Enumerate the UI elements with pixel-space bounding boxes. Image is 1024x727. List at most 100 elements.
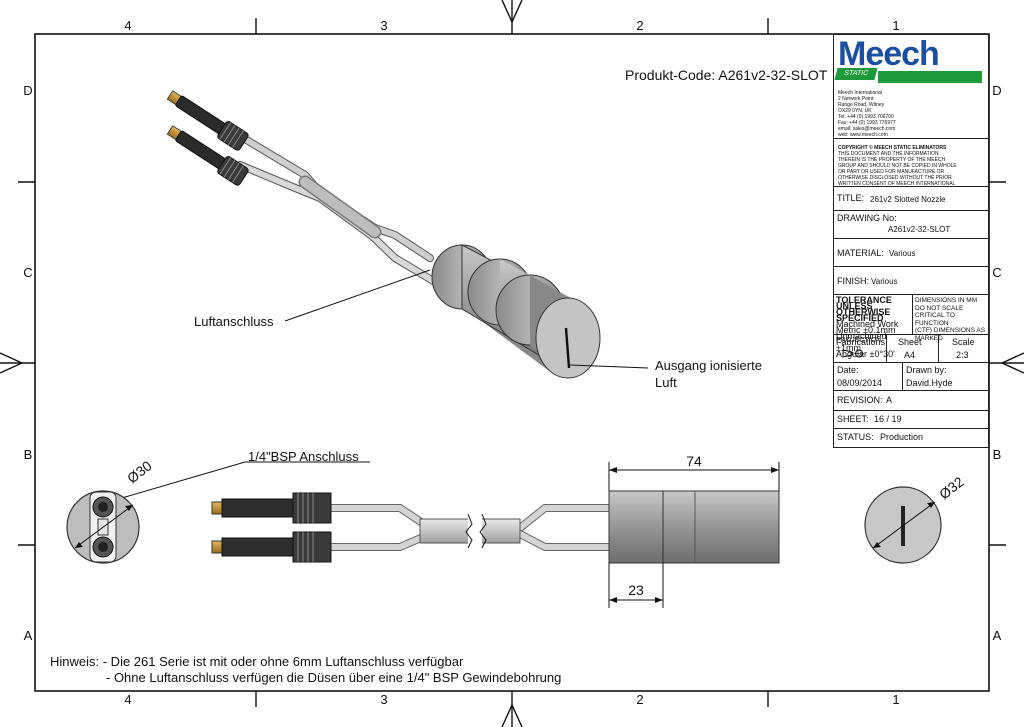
zone-row-label: B: [24, 447, 33, 462]
divider: [912, 295, 913, 334]
drawing-number-label: DRAWING No:: [837, 213, 897, 223]
copyright-section: COPYRIGHT © MEECH STATIC ELIMINATORS THI…: [834, 139, 988, 187]
address-line: email: sales@meech.com: [838, 126, 896, 132]
tolerance-line: Unmachined Fabrications ±1mm: [836, 331, 887, 353]
copyright-text: THIS DOCUMENT AND THE INFORMATION THEREI…: [838, 151, 957, 187]
diameter-32-label: Ø32: [936, 473, 967, 502]
copyright-line: WRITTEN CONSENT OF MEECH INTERNATIONAL: [838, 181, 956, 187]
zone-col-label: 3: [380, 18, 387, 33]
date-row: Date: 08/09/2014 Drawn by: David.Hyde: [834, 363, 988, 391]
end-view-left: [66, 490, 140, 564]
address-line: OX29 0YN, UK: [838, 108, 872, 114]
title-block: Meech STATIC Meech International 2 Netwo…: [833, 34, 989, 448]
air-connection-label: Luftanschluss: [194, 314, 274, 329]
zone-row-label: C: [23, 265, 32, 280]
address-line: Range Road, Witney: [838, 102, 885, 108]
drawing-number-value: A261v2-32-SLOT: [888, 225, 951, 234]
finish-field: FINISH: Various: [834, 267, 988, 295]
divider: [886, 335, 887, 362]
drawn-by-label: Drawn by:: [906, 365, 947, 375]
note-line-2: - Ohne Luftanschluss verfügen die Düsen …: [106, 670, 562, 685]
status-value: Production: [880, 432, 924, 442]
title-label: TITLE:: [837, 193, 865, 203]
zone-col-label: 4: [124, 18, 131, 33]
dim-note-line: CRITICAL TO FUNCTION: [915, 312, 955, 327]
end-view-right: [864, 486, 942, 564]
drawing-number-field: DRAWING No: A261v2-32-SLOT: [834, 211, 988, 239]
sheet-size-label: Sheet: [898, 337, 922, 347]
copyright-line: OR PART OR USED FOR MANUFACTURE OR: [838, 169, 945, 175]
zone-col-label: 3: [380, 692, 387, 707]
zone-row-label: A: [24, 628, 33, 643]
sheet-number-label: SHEET:: [837, 414, 869, 424]
logo-section: Meech STATIC Meech International 2 Netwo…: [834, 35, 988, 139]
copyright-line: GROUP AND SHOULD NOT BE COPIED IN WHOLE: [838, 163, 957, 169]
scale-value: 2:3: [956, 350, 969, 360]
revision-label: REVISION:: [837, 395, 883, 405]
address-line: 2 Network Point: [838, 96, 874, 102]
copyright-line: THEREIN IS THE PROPERTY OF THE MEECH: [838, 157, 946, 163]
material-value: Various: [889, 249, 916, 258]
leader-lines: [114, 269, 649, 501]
tolerance-line: TOLERANCE UNLESS: [836, 295, 892, 311]
revision-row: REVISION: A: [834, 391, 988, 411]
meech-logo: Meech: [838, 35, 940, 73]
dim-note-line: (CTF) DIMENSIONS AS: [915, 327, 986, 334]
divider: [902, 363, 903, 390]
copyright-line: OTHERWISE DISCLOSED WITHOUT THE PRIOR: [838, 175, 952, 181]
address-line: Meech International: [838, 90, 882, 96]
logo-tag: STATIC: [834, 68, 878, 80]
dim-note-line: DO NOT SCALE: [915, 304, 964, 312]
bsp-connection-label: 1/4"BSP Anschluss: [248, 449, 359, 464]
scale-label: Scale: [952, 337, 975, 347]
address-line: Fax: +44 (0) 1993 776977: [838, 120, 896, 126]
zone-row-label: B: [993, 447, 1002, 462]
sheet-number-value: 16 / 19: [874, 414, 902, 424]
company-address: Meech International 2 Network Point Rang…: [838, 90, 896, 138]
side-view: [211, 490, 780, 564]
zone-col-label: 1: [892, 18, 899, 33]
address-line: web: www.meech.com: [838, 132, 888, 138]
tolerance-line: Machined Work Metric ±0.1mm: [836, 319, 899, 335]
length-23-label: 23: [628, 582, 644, 598]
zone-col-label: 1: [892, 692, 899, 707]
zone-col-label: 2: [636, 18, 643, 33]
zone-row-label: D: [23, 83, 32, 98]
revision-value: A: [886, 395, 893, 405]
dim-note-line: MARKED: [915, 334, 943, 342]
tolerance-line: Angular ±0°30': [836, 349, 895, 359]
divider: [938, 335, 939, 362]
zone-row-label: D: [992, 83, 1001, 98]
status-row: STATUS: Production: [834, 429, 988, 447]
ionized-air-label-2: Luft: [655, 375, 677, 390]
zone-row-label: C: [992, 265, 1001, 280]
isometric-view: [166, 90, 601, 379]
dimension-notes: DIMENSIONS IN MM DO NOT SCALE CRITICAL T…: [915, 297, 990, 342]
address-line: Tel: +44 (0) 1993 706700: [838, 114, 894, 120]
drawn-by-value: David.Hyde: [906, 378, 953, 388]
logo-green-bar: [878, 71, 982, 83]
date-label: Date:: [837, 365, 859, 375]
title-field: TITLE: 261v2 Slotted Nozzle: [834, 187, 988, 211]
dimension-lines: [608, 462, 780, 608]
zone-col-label: 2: [636, 692, 643, 707]
zone-col-label: 4: [124, 692, 131, 707]
finish-value: Various: [871, 277, 898, 286]
tolerance-section: TOLERANCE UNLESS OTHERWISE SPECIFIED Mac…: [834, 295, 988, 359]
material-label: MATERIAL:: [837, 248, 884, 258]
finish-label: FINISH:: [837, 276, 870, 286]
copyright-line: THIS DOCUMENT AND THE INFORMATION: [838, 151, 939, 157]
note-line-1: Hinweis: - Die 261 Serie ist mit oder oh…: [50, 654, 464, 669]
length-74-label: 74: [686, 453, 702, 469]
product-code: Produkt-Code: A261v2-32-SLOT: [625, 67, 828, 83]
zone-row-label: A: [993, 628, 1002, 643]
projection-icon: [842, 349, 864, 358]
title-value: 261v2 Slotted Nozzle: [870, 195, 946, 204]
status-label: STATUS:: [837, 432, 874, 442]
projection-label: PROJECTION: [836, 337, 882, 344]
sheet-number-row: SHEET: 16 / 19: [834, 411, 988, 429]
copyright-heading: COPYRIGHT © MEECH STATIC ELIMINATORS: [838, 145, 947, 151]
